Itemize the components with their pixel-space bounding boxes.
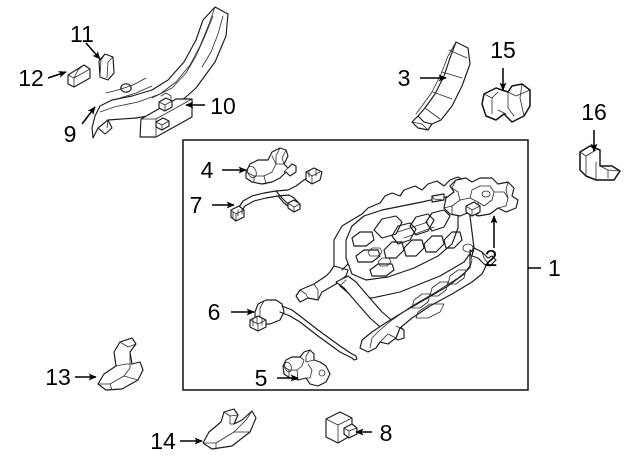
part-seat-track-drive-motor-cable <box>249 299 358 361</box>
callout-label-10: 10 <box>210 93 236 119</box>
part-seat-recliner-motor <box>245 147 297 185</box>
callout-label-12: 12 <box>18 65 44 91</box>
callout-labels: 1 2 3 4 5 6 7 8 9 10 11 12 13 14 15 16 <box>18 21 607 454</box>
part-side-shield-cap-upper <box>98 53 115 81</box>
part-track-end-cap <box>325 411 358 444</box>
callout-label-15: 15 <box>490 37 516 63</box>
part-track-cover-rear <box>202 408 257 450</box>
callout-label-3: 3 <box>398 65 411 91</box>
callout-label-9: 9 <box>64 121 77 147</box>
callout-label-6: 6 <box>208 299 221 325</box>
part-seat-cushion-frame-pan <box>295 176 497 353</box>
callout-leaders <box>47 42 598 445</box>
part-side-shield-cap-lower <box>67 64 91 88</box>
callout-label-13: 13 <box>45 364 71 390</box>
callout-label-8: 8 <box>380 420 393 446</box>
part-seat-side-trim-shield <box>91 6 229 139</box>
callout-label-14: 14 <box>150 428 176 454</box>
part-track-cover-front-left <box>97 337 144 391</box>
callout-label-5: 5 <box>255 365 268 391</box>
callout-label-16: 16 <box>581 99 607 125</box>
part-seat-adjust-motor-module <box>431 177 519 217</box>
callout-label-4: 4 <box>201 157 214 183</box>
part-track-mount-bracket-center <box>481 83 531 123</box>
callout-label-11: 11 <box>70 21 94 47</box>
part-seat-wiring-harness <box>230 167 323 222</box>
part-seat-switch-assembly <box>139 92 193 138</box>
callout-label-7: 7 <box>190 192 203 218</box>
seat-track-assembly-group-box <box>182 139 529 391</box>
callout-label-2: 2 <box>485 245 498 271</box>
leader-12 <box>47 71 67 79</box>
leader-11 <box>85 42 101 60</box>
callout-label-1: 1 <box>548 255 561 281</box>
leader-9 <box>81 106 96 125</box>
